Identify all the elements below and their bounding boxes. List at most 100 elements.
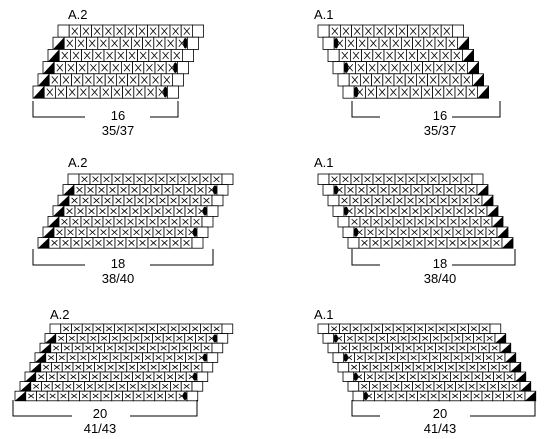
cross-icon — [400, 229, 407, 236]
cross-icon — [361, 383, 368, 389]
cross-icon — [434, 88, 442, 96]
cross-icon — [114, 393, 121, 399]
cross-icon — [392, 39, 400, 48]
cross-icon — [437, 364, 444, 370]
grid-cell — [186, 36, 199, 50]
cross-icon — [479, 383, 486, 389]
cross-icon — [493, 239, 500, 246]
cross-icon — [367, 229, 374, 236]
cross-icon — [378, 88, 386, 96]
cross-icon — [73, 239, 80, 246]
cross-icon — [419, 176, 426, 183]
cross-icon — [91, 355, 98, 361]
cross-icon — [133, 335, 140, 341]
cross-icon — [411, 229, 418, 236]
cross-icon — [127, 27, 135, 35]
black-oval-icon — [212, 334, 218, 343]
cross-icon — [138, 326, 145, 332]
cross-icon — [173, 51, 181, 60]
cross-icon — [391, 63, 398, 72]
cross-icon — [341, 197, 348, 204]
grid-cell — [216, 333, 229, 344]
cross-icon — [83, 218, 90, 225]
cross-icon — [213, 176, 220, 183]
cross-icon — [516, 393, 523, 399]
cross-icon — [436, 63, 443, 72]
cross-icon — [96, 76, 103, 84]
cross-icon — [180, 176, 187, 183]
cross-icon — [452, 374, 459, 380]
cross-icon — [331, 176, 338, 183]
cross-icon — [143, 208, 150, 215]
black-triangle-icon — [15, 391, 26, 401]
cross-icon — [449, 326, 456, 332]
cross-icon — [165, 208, 172, 215]
cross-icon — [66, 39, 74, 48]
cross-icon — [386, 51, 393, 60]
cross-icon — [458, 364, 465, 370]
cross-icon — [66, 208, 73, 215]
cross-icon — [154, 208, 161, 215]
cross-icon — [413, 186, 420, 193]
black-triangle-icon — [58, 195, 69, 206]
cross-icon — [182, 218, 189, 225]
cross-icon — [128, 345, 135, 351]
cross-icon — [423, 88, 431, 96]
cross-icon — [463, 76, 471, 84]
cross-icon — [111, 335, 118, 341]
cross-icon — [385, 76, 392, 84]
repeat-bracket — [32, 101, 179, 118]
cross-icon — [183, 383, 190, 389]
grid-cell — [342, 226, 355, 239]
cross-icon — [352, 326, 359, 332]
black-triangle-icon — [477, 86, 489, 99]
cross-icon — [203, 345, 210, 351]
cross-icon — [137, 197, 144, 204]
cross-icon — [351, 345, 358, 351]
cross-icon — [347, 39, 355, 48]
cross-icon — [460, 239, 467, 246]
cross-icon — [117, 51, 125, 60]
cross-icon — [170, 197, 177, 204]
chart-grid — [317, 173, 514, 249]
cross-icon — [136, 88, 143, 96]
cross-icon — [475, 355, 482, 361]
cross-icon — [181, 197, 188, 204]
cross-icon — [368, 335, 375, 341]
cross-icon — [113, 88, 121, 96]
cross-icon — [367, 88, 375, 96]
cross-icon — [72, 51, 80, 60]
cross-icon — [384, 345, 391, 351]
grid-cell — [327, 49, 340, 63]
black-triangle-icon — [502, 237, 513, 249]
cross-icon — [149, 27, 157, 35]
cross-icon — [191, 176, 198, 183]
cross-icon — [466, 229, 473, 236]
cross-icon — [51, 239, 58, 246]
cross-icon — [172, 239, 179, 246]
chart-a1-16: A.1 16 35/37 — [314, 7, 501, 138]
cross-icon — [399, 355, 406, 361]
cross-icon — [455, 229, 462, 236]
cross-icon — [427, 239, 434, 246]
cross-icon — [88, 39, 96, 48]
cross-icon — [116, 27, 123, 35]
cross-icon — [91, 88, 98, 96]
black-oval-icon — [354, 86, 359, 98]
cross-icon — [468, 383, 475, 389]
grid-cell — [451, 24, 464, 38]
black-triangle-icon — [482, 195, 493, 206]
cross-icon — [358, 39, 366, 48]
cross-icon — [342, 176, 349, 183]
cross-icon — [456, 208, 463, 215]
cross-icon — [424, 63, 432, 72]
cross-icon — [90, 63, 97, 72]
cross-icon — [458, 63, 466, 72]
cross-icon — [128, 51, 136, 60]
cross-icon — [420, 374, 427, 380]
cross-icon — [406, 218, 413, 225]
cross-icon — [442, 355, 449, 361]
cross-icon — [93, 197, 100, 204]
cross-icon — [462, 393, 469, 399]
cross-icon — [77, 39, 85, 48]
